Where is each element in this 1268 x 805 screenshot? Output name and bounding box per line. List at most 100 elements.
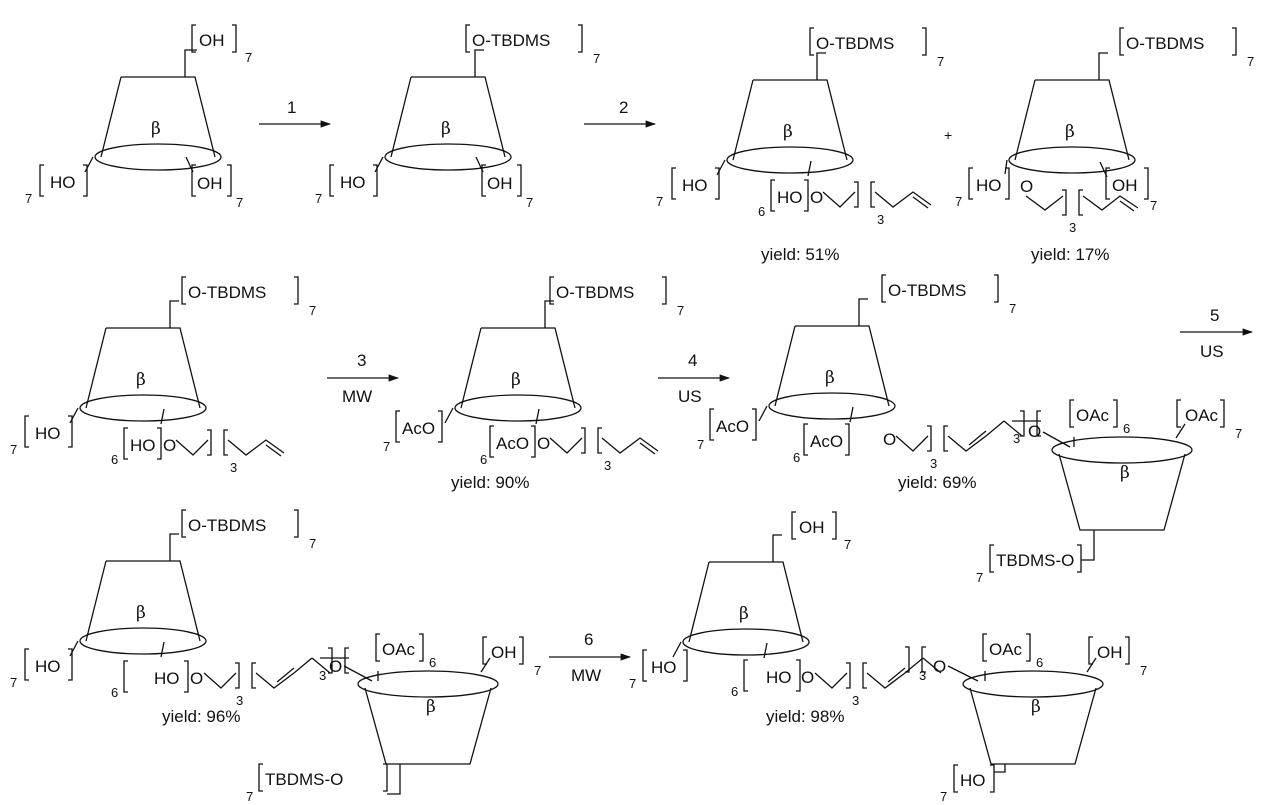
o-label: O [537, 434, 550, 453]
step-condition: US [678, 387, 702, 406]
o-label: O [933, 657, 946, 676]
molecule-4: β O-TBDMS 7 HO 7 HO O 6 3 [10, 276, 316, 475]
yield-label: yield: 51% [761, 245, 839, 264]
yield-label: yield: 90% [451, 473, 529, 492]
o-label: O [329, 657, 342, 676]
plus-sign: + [944, 127, 952, 143]
beta-label: β [825, 368, 835, 388]
ho-label: HO [130, 436, 156, 455]
molecule-1: β OH 7 HO 7 OH 7 [25, 24, 252, 210]
aco-label: AcO [402, 419, 435, 438]
svg-text:6: 6 [429, 655, 436, 670]
oac-label: OAc [1076, 406, 1110, 425]
ho-label: HO [35, 424, 61, 443]
step-condition: MW [571, 666, 601, 685]
ho-label: HO [960, 771, 986, 790]
svg-text:7: 7 [309, 303, 316, 318]
oh-label: OH [199, 31, 225, 50]
otbdms-label: O-TBDMS [556, 283, 634, 302]
svg-text:7: 7 [1235, 426, 1242, 441]
svg-text:3: 3 [604, 458, 611, 473]
molecule-8: β OH 7 HO 7 HO O 6 3 3 O β OAc 6 [629, 511, 1147, 804]
step-number: 1 [287, 98, 296, 117]
otbdms-label: O-TBDMS [188, 516, 266, 535]
svg-text:6: 6 [1123, 421, 1130, 436]
oh-label: OH [1097, 643, 1123, 662]
step-number: 6 [584, 630, 593, 649]
svg-text:7: 7 [25, 191, 32, 206]
beta-label: β [1065, 122, 1075, 142]
svg-text:7: 7 [940, 789, 947, 804]
reaction-arrow-1: 1 [259, 98, 332, 128]
tbdmso-label: TBDMS-O [265, 770, 343, 789]
svg-text:7: 7 [593, 51, 600, 66]
svg-text:3: 3 [319, 668, 326, 683]
ho-label: HO [35, 657, 61, 676]
otbdms-label: O-TBDMS [472, 31, 550, 50]
svg-text:7: 7 [315, 191, 322, 206]
step-condition: MW [342, 387, 372, 406]
svg-text:6: 6 [111, 452, 118, 467]
beta-label: β [783, 122, 793, 142]
ho-label: HO [766, 668, 792, 687]
svg-text:3: 3 [919, 668, 926, 683]
svg-text:6: 6 [1036, 655, 1043, 670]
svg-text:7: 7 [697, 437, 704, 452]
svg-text:7: 7 [656, 194, 663, 209]
step-condition: US [1200, 342, 1224, 361]
ho-label: HO [50, 173, 76, 192]
beta-label: β [136, 603, 146, 623]
aco-label: AcO [810, 432, 843, 451]
ho-label: HO [777, 188, 803, 207]
svg-text:7: 7 [309, 536, 316, 551]
svg-text:7: 7 [937, 54, 944, 69]
svg-text:3: 3 [877, 212, 884, 227]
ho-label: HO [682, 176, 708, 195]
svg-text:3: 3 [930, 456, 937, 471]
tbdmso-label: TBDMS-O [996, 551, 1074, 570]
yield-label: yield: 69% [898, 473, 976, 492]
svg-text:6: 6 [758, 204, 765, 219]
svg-text:7: 7 [677, 303, 684, 318]
oac-label: OAc [1185, 406, 1219, 425]
svg-text:7: 7 [246, 789, 253, 804]
svg-text:7: 7 [955, 194, 962, 209]
molecule-5: β O-TBDMS 7 AcO 7 AcO O 6 3 [383, 276, 684, 473]
svg-text:3: 3 [236, 693, 243, 708]
molecule-3a: β O-TBDMS 7 HO 7 HO O 6 3 [656, 27, 944, 227]
reaction-arrow-2: 2 [584, 98, 657, 128]
oh-label: OH [491, 643, 517, 662]
beta-label: β [1120, 463, 1130, 483]
o-label: O [190, 669, 203, 688]
o-label: O [1028, 422, 1041, 441]
svg-text:7: 7 [629, 676, 636, 691]
svg-text:7: 7 [1009, 301, 1016, 316]
o-label: O [883, 430, 896, 449]
svg-text:7: 7 [1247, 54, 1254, 69]
svg-text:7: 7 [844, 537, 851, 552]
reaction-arrow-5: 5 US [1180, 306, 1254, 361]
svg-text:7: 7 [1140, 663, 1147, 678]
reaction-arrow-6: 6 MW [549, 630, 632, 685]
svg-text:3: 3 [1069, 220, 1076, 235]
molecule-3b: β O-TBDMS 7 HO 7 O 3 OH 7 [955, 27, 1254, 235]
oac-label: OAc [382, 640, 416, 659]
reaction-arrow-4: 4 US [658, 351, 731, 406]
oac-label: OAc [989, 640, 1023, 659]
beta-label: β [426, 697, 436, 717]
svg-text:6: 6 [793, 450, 800, 465]
aco-label: AcO [496, 434, 529, 453]
svg-text:7: 7 [10, 675, 17, 690]
oh-label: OH [799, 518, 825, 537]
step-number: 3 [357, 351, 366, 370]
beta-label: β [511, 370, 521, 390]
otbdms-label: O-TBDMS [816, 34, 894, 53]
svg-text:7: 7 [245, 50, 252, 65]
svg-text:7: 7 [526, 195, 533, 210]
svg-text:7: 7 [534, 663, 541, 678]
otbdms-label: O-TBDMS [1126, 34, 1204, 53]
step-number: 4 [688, 351, 697, 370]
svg-text:6: 6 [731, 684, 738, 699]
o-label: O [163, 436, 176, 455]
